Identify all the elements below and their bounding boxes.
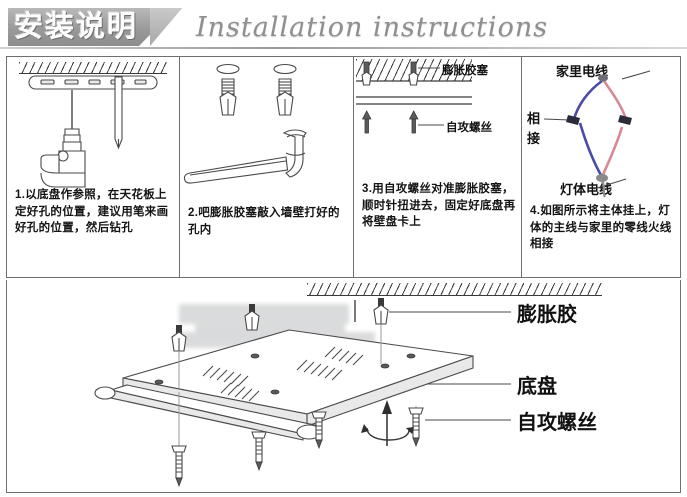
step-3-panel: 膨胀胶塞 自攻螺丝 3.用自攻螺丝对准膨胀胶塞，顺时针扭进去，固定好底盘再将壁盘…	[354, 57, 521, 277]
step-2-panel: 2.吧膨胀胶塞敲入墙壁打好的孔内	[180, 57, 353, 277]
home-wire-label: 家里电线	[556, 64, 609, 79]
step-4-panel: 家里电线 相接 灯体电线	[522, 57, 682, 277]
step-2-illustration	[183, 63, 307, 184]
page-title: 安装说明	[14, 11, 139, 43]
page-title-english: Installation instructions	[196, 12, 549, 43]
step-4-caption: 4.如图所示将主体挂上，灯体的主线与家里的零线火线相接	[530, 205, 672, 250]
step-2-caption: 2.吧膨胀胶塞敲入墙壁打好的孔内	[188, 207, 340, 236]
expansion-plug-callout: 膨胀胶	[517, 304, 577, 326]
base-plate-callout: 底盘	[517, 376, 557, 398]
panel-divider-1	[179, 57, 180, 277]
steps-row: 1.以底盘作参照，在天花板上定好孔的位置，建议用笔来画好孔的位置，然后钻孔	[6, 56, 681, 278]
exploded-assembly-view: 膨胀胶 底盘 自攻螺丝	[6, 280, 681, 493]
panel-divider-3	[521, 57, 522, 277]
self-tapping-screw-callout: 自攻螺丝	[517, 412, 597, 434]
page-header: 安装说明 Installation instructions	[0, 0, 687, 52]
step-1-illustration	[28, 75, 158, 188]
assembly-illustration	[94, 298, 511, 488]
connect-label: 相接	[527, 111, 541, 146]
lamp-wire-label: 灯体电线	[560, 182, 613, 197]
expansion-plug-label: 膨胀胶塞	[442, 65, 488, 77]
ceiling-hatch-icon	[307, 283, 602, 296]
step-1-caption: 1.以底盘作参照，在天花板上定好孔的位置，建议用笔来画好孔的位置，然后钻孔	[15, 189, 169, 234]
header-divider	[0, 47, 687, 49]
step-1-panel: 1.以底盘作参照，在天花板上定好孔的位置，建议用笔来画好孔的位置，然后钻孔	[7, 57, 179, 277]
step-4-wire-illustration	[543, 70, 651, 198]
panel-divider-2	[353, 57, 354, 277]
step-3-illustration	[356, 61, 472, 134]
smudge-overlay	[179, 304, 349, 324]
ceiling-hatch-icon	[19, 62, 167, 74]
step-3-caption: 3.用自攻螺丝对准膨胀胶塞，顺时针扭进去，固定好底盘再将壁盘卡上	[362, 183, 516, 228]
self-tapping-screw-label: 自攻螺丝	[446, 122, 492, 134]
